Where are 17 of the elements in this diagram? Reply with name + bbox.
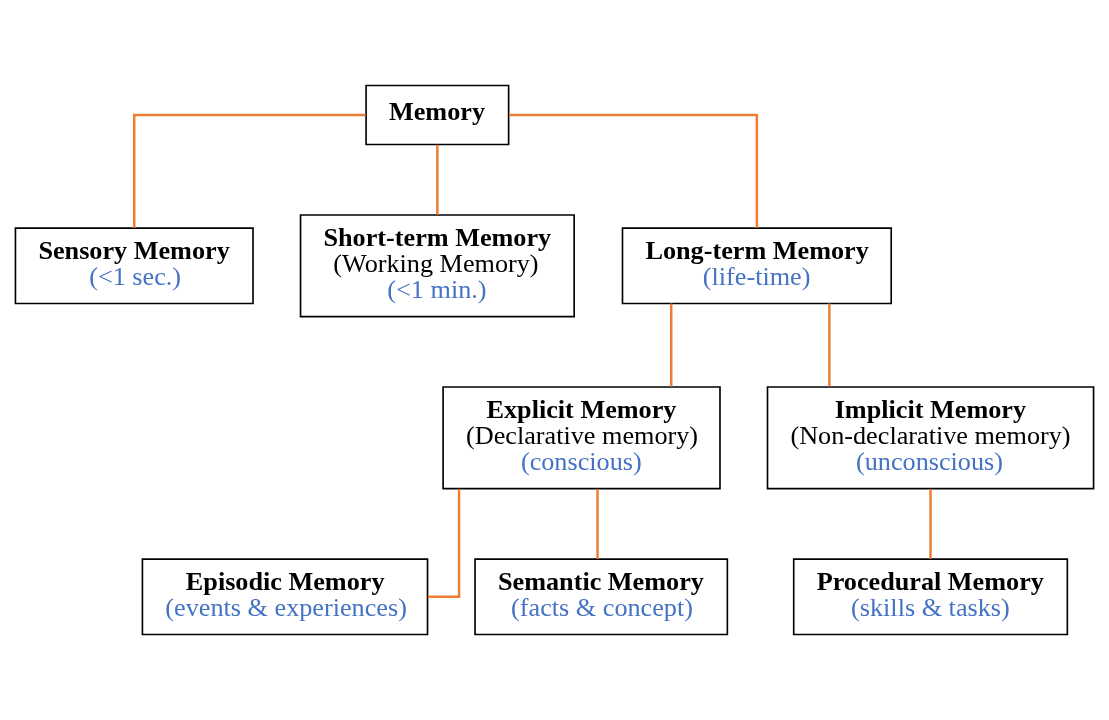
node-box: Explicit Memory (Declarative memory) (conscious) — [442, 386, 721, 490]
node-box: Episodic Memory (events & experiences) — [141, 558, 429, 636]
connector — [828, 303, 831, 387]
connector — [436, 144, 439, 215]
node-box: Long-term Memory (life-time) — [621, 227, 893, 305]
node-box: Memory — [365, 84, 510, 146]
connector — [670, 303, 673, 387]
connector — [929, 489, 932, 559]
connector — [133, 113, 366, 228]
connector — [596, 489, 599, 559]
node-box: Implicit Memory (Non-declarative memory) (unconscious) — [766, 386, 1095, 490]
connector — [509, 113, 759, 228]
node-box: Sensory Memory (<1 sec.) — [14, 227, 254, 305]
node-box: Semantic Memory (facts & concept) — [474, 558, 729, 636]
connector — [427, 489, 461, 598]
node-box: Procedural Memory (skills & tasks) — [792, 558, 1069, 636]
node-box: Short-term Memory (Working Memory) (<1 min.) — [299, 214, 575, 318]
